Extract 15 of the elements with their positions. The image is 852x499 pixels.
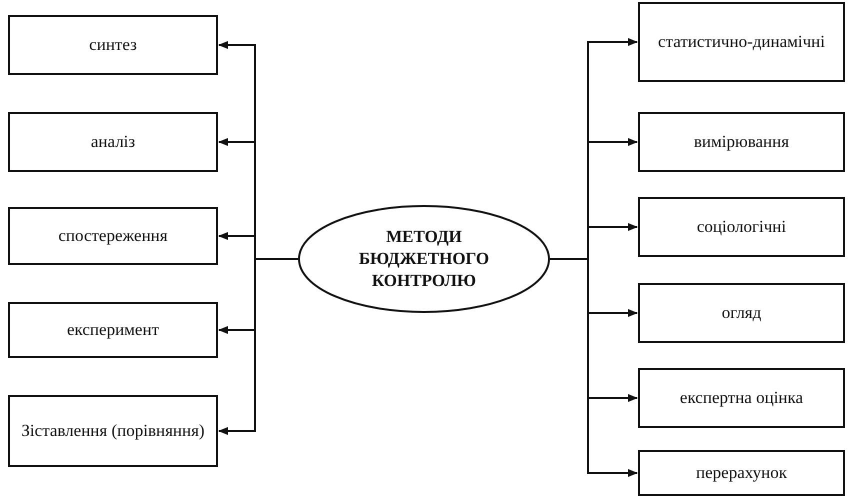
method-ellipse: [298, 205, 550, 313]
method-box: Зіставлення (порівняння): [8, 395, 218, 467]
arrow: [218, 258, 298, 435]
arrow: [550, 258, 638, 477]
method-box: експертна оцінка: [638, 368, 845, 428]
method-box: аналіз: [8, 112, 218, 172]
method-box: статистично-динамічні: [638, 2, 845, 82]
method-box: спостереження: [8, 207, 218, 265]
method-box: соціологічні: [638, 197, 845, 257]
method-box: вимірювання: [638, 112, 845, 172]
method-box: експеримент: [8, 302, 218, 358]
central-title: МЕТОДИ БЮДЖЕТНОГО КОНТРОЛЮ: [358, 226, 490, 292]
method-box: перерахунок: [638, 450, 845, 496]
method-box: синтез: [8, 15, 218, 75]
method-box: огляд: [638, 283, 845, 343]
